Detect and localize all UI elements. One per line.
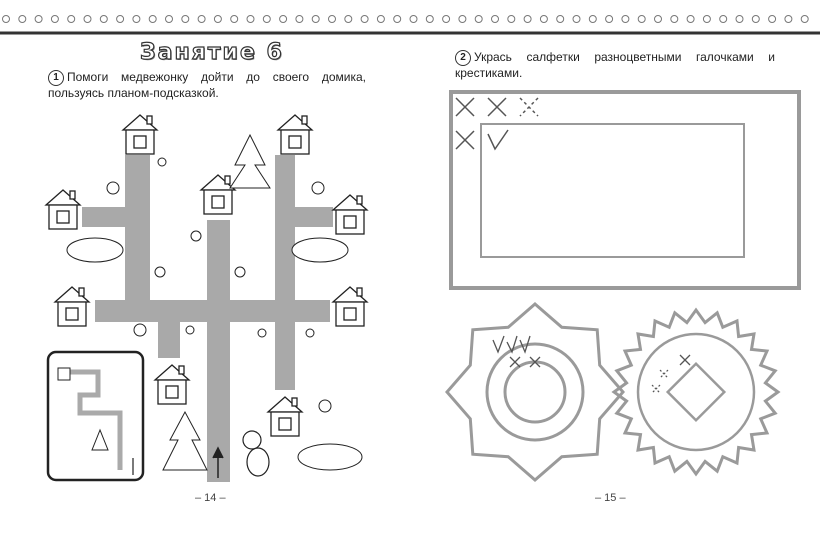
- start-arrow-icon: [212, 446, 224, 478]
- task-number-badge: 1: [48, 70, 64, 86]
- top-border-dots: [2, 15, 809, 23]
- plan-hint: [46, 350, 145, 482]
- house-icon: [121, 114, 159, 155]
- house-icon: [331, 286, 369, 327]
- bear-cub: [242, 430, 270, 477]
- task-1-text: Помоги медвежонку дойти до своего домика…: [48, 70, 366, 100]
- houses: [44, 114, 369, 437]
- lesson-title: Занятие 6: [139, 39, 284, 65]
- house-icon: [153, 364, 191, 405]
- napkin-rectangle: [449, 90, 801, 290]
- task-2-text: Укрась салфетки разноцветными галочками …: [455, 50, 775, 80]
- trees: [162, 133, 271, 471]
- napkin-star: [445, 302, 625, 482]
- house-icon: [276, 114, 314, 155]
- maze-roads: [82, 155, 333, 482]
- house-icon: [44, 189, 82, 230]
- napkin-sun: [611, 307, 781, 477]
- task-number-badge: 2: [455, 50, 471, 66]
- bushes: [66, 237, 363, 471]
- page-number-right: – 15 –: [595, 492, 626, 504]
- house-icon: [199, 174, 237, 215]
- page-number-left: – 14 –: [195, 492, 226, 504]
- house-icon: [331, 194, 369, 235]
- house-icon: [53, 286, 91, 327]
- flowers: [106, 157, 332, 413]
- house-icon: [266, 396, 304, 437]
